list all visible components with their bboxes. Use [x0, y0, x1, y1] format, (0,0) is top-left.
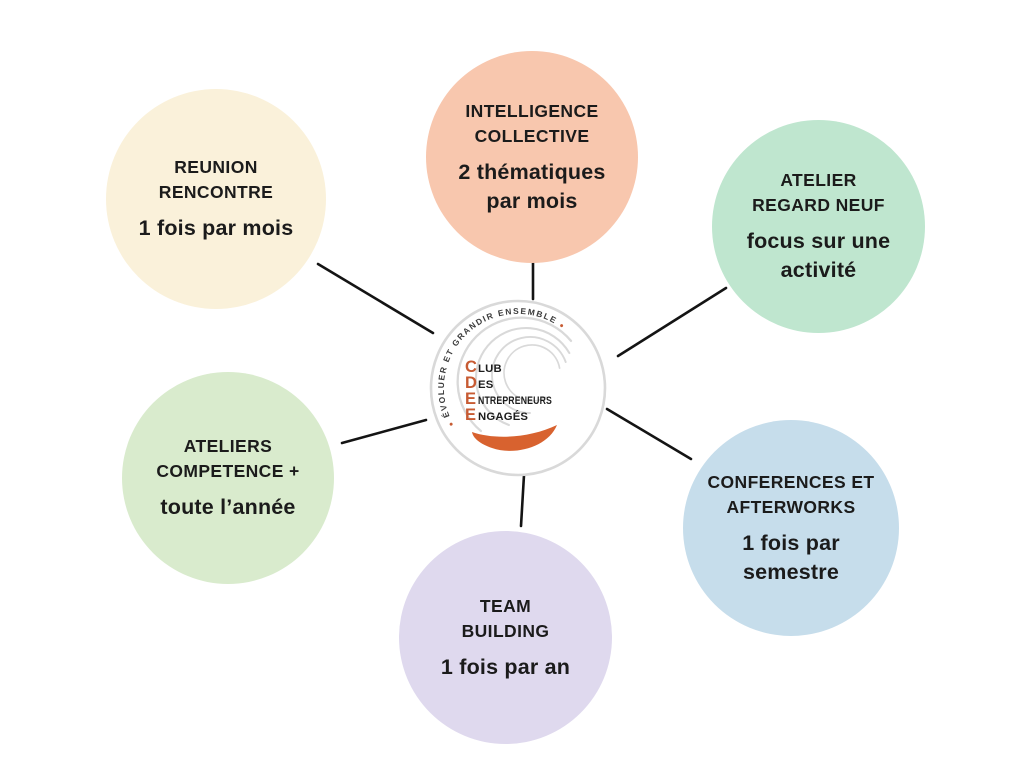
- bubble-title: REUNION RENCONTRE: [158, 157, 274, 202]
- connector-team: [519, 473, 526, 528]
- bubble-team-building: TEAM BUILDING 1 fois par an: [399, 531, 612, 744]
- logo-initial: E: [465, 406, 476, 424]
- logo-swirl-arc-1: [456, 316, 573, 433]
- bubble-subtitle: focus sur une activité: [746, 229, 891, 282]
- bubble-atelier-regard-neuf: ATELIER REGARD NEUF focus sur une activi…: [712, 120, 925, 333]
- connector-reunion: [316, 262, 435, 335]
- connector-competence: [340, 418, 428, 445]
- logo-swirl-arc-4: [503, 344, 561, 402]
- connector-conferences: [605, 407, 693, 461]
- logo-initial: E: [465, 390, 476, 408]
- bubble-subtitle: 2 thématiques par mois: [458, 159, 606, 213]
- bubble-title: CONFERENCES ET AFTERWORKS: [707, 471, 875, 517]
- bubble-reunion-rencontre: REUNION RENCONTRE 1 fois par mois: [106, 89, 326, 309]
- logo-swirl-arc-2: [475, 326, 571, 427]
- bubble-intelligence-collective: INTELLIGENCE COLLECTIVE 2 thématiques pa…: [426, 51, 638, 263]
- tagline-dot-left: ●: [447, 419, 456, 427]
- bubble-title: INTELLIGENCE COLLECTIVE: [465, 100, 599, 146]
- logo-swoosh: [472, 425, 557, 451]
- bubble-title: TEAM BUILDING: [461, 595, 550, 641]
- logo-word: NTREPRENEURS: [478, 395, 552, 407]
- logo-wordmark: C LUB D ES E NTREPRENEURS E NGAGÉS: [465, 358, 556, 424]
- bubble-ateliers-competence: ATELIERS COMPETENCE + toute l’année: [122, 372, 334, 584]
- bubble-subtitle: 1 fois par semestre: [742, 530, 840, 584]
- tagline-dot-right: ●: [558, 322, 567, 331]
- logo-word: LUB: [478, 363, 502, 375]
- logo-word: ES: [478, 379, 494, 391]
- logo-initial: C: [465, 358, 477, 376]
- logo-word: NGAGÉS: [478, 410, 528, 423]
- logo-swirl-arc-3: [491, 336, 567, 414]
- bubble-subtitle: 1 fois par an: [440, 654, 571, 679]
- bubble-conferences-afterworks: CONFERENCES ET AFTERWORKS 1 fois par sem…: [683, 420, 899, 636]
- cdee-logo: ● ÉVOLUER ET GRANDIR ENSEMBLE ● C LUB D …: [420, 290, 620, 484]
- bubble-subtitle: 1 fois par mois: [138, 216, 294, 240]
- bubble-title: ATELIERS COMPETENCE +: [156, 436, 300, 481]
- bubble-title: ATELIER REGARD NEUF: [752, 170, 885, 215]
- connector-regard: [616, 286, 728, 358]
- bubble-subtitle: toute l’année: [160, 495, 296, 519]
- logo-initial: D: [465, 374, 477, 392]
- logo-outer-ring: [429, 299, 607, 477]
